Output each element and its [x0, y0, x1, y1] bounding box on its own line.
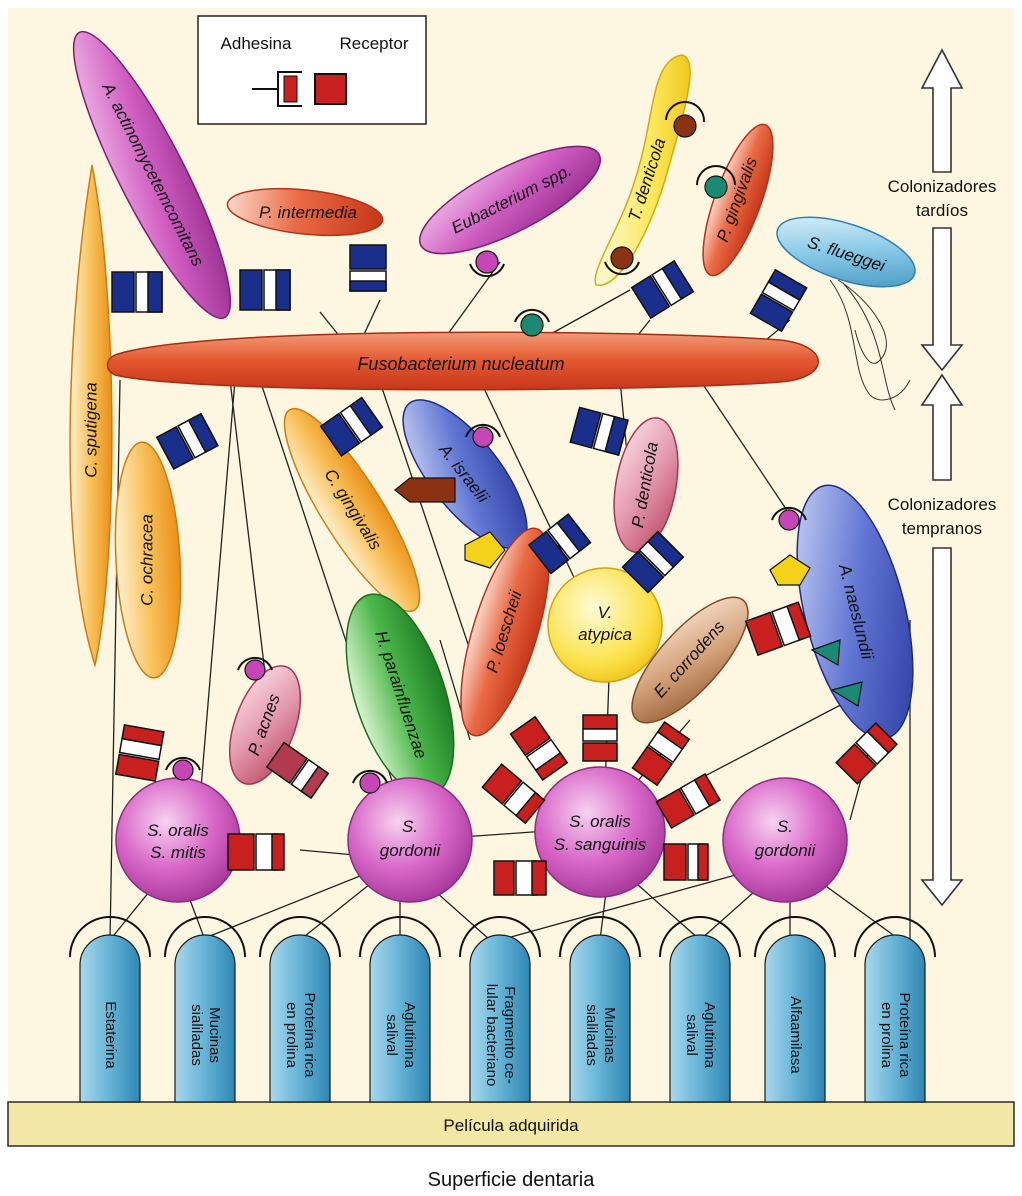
v-atypica-label-2: atypica	[578, 625, 632, 644]
legend-adhesin-label: Adhesina	[221, 34, 292, 53]
s-oralis-s-sanguinis-label-1: S. oralis	[569, 812, 631, 831]
pellicle-receptor-4-label-1: Aglutinina	[401, 1002, 418, 1069]
s-gordonii-left-cell: S. gordonii	[348, 778, 472, 902]
pair-red-9	[664, 844, 708, 880]
pellicle-receptor-1-label: Estaterina	[102, 1001, 119, 1069]
pair-red-6	[583, 715, 617, 761]
v-atypica-label-1: V.	[598, 603, 613, 622]
pair-red-3	[228, 834, 284, 870]
pellicle-receptor-5-label-1: Fragmento ce-	[501, 986, 518, 1084]
pellicle-receptor-3-label-1: Proteína rica	[301, 992, 318, 1078]
s-gordonii-right-label-1: S.	[777, 817, 793, 836]
s-oralis-s-mitis-label-1: S. oralis	[147, 821, 209, 840]
pellicle-receptor-6-label-2: sialiladas	[583, 1004, 600, 1066]
pair-red-10	[494, 861, 546, 895]
pellicle-receptor-4-label-2: salival	[383, 1014, 400, 1056]
s-gordonii-left-label-1: S.	[402, 817, 418, 836]
acquired-pellicle-label: Película adquirida	[443, 1116, 579, 1135]
fusobacterium-nucleatum-label: Fusobacterium nucleatum	[357, 354, 564, 374]
tooth-surface-label: Superficie dentaria	[428, 1169, 596, 1191]
pellicle-receptor-5-label-2: lular bacteriano	[483, 984, 500, 1087]
s-gordonii-left-label-2: gordonii	[380, 841, 442, 860]
pellicle-receptor-columns: Estaterina Mucinas sialiladas Proteína r…	[70, 917, 935, 1102]
pellicle-receptor-3-label-2: en prolina	[283, 1002, 300, 1069]
s-oralis-s-mitis-label-2: S. mitis	[150, 843, 206, 862]
s-gordonii-right-label-2: gordonii	[755, 841, 817, 860]
s-oralis-s-sanguinis-cell: S. oralis S. sanguinis	[535, 767, 665, 897]
late-colonizers-label-2: tardíos	[916, 201, 968, 220]
s-gordonii-right-cell: S. gordonii	[723, 778, 847, 902]
pellicle-receptor-6-label-1: Mucinas	[601, 1007, 618, 1063]
s-oralis-s-mitis-cell: S. oralis S. mitis	[116, 778, 240, 902]
pair-blue-3	[350, 245, 386, 291]
early-colonizers-label-1: Colonizadores	[888, 495, 997, 514]
late-colonizers-label-1: Colonizadores	[888, 177, 997, 196]
legend-receptor-label: Receptor	[340, 34, 409, 53]
pair-red-1	[116, 725, 164, 781]
pellicle-receptor-2-label-1: Mucinas	[206, 1007, 223, 1063]
pellicle-receptor-9-label-1: Proteína rica	[896, 992, 913, 1078]
c-ochracea-label: C. ochracea	[137, 514, 156, 606]
legend-box: Adhesina Receptor	[198, 16, 426, 124]
c-sputigena-label: C. sputigena	[81, 382, 100, 477]
pair-blue-2	[240, 270, 290, 310]
pellicle-receptor-8-label: Alfaamilasa	[787, 996, 804, 1074]
early-colonizers-label-2: tempranos	[902, 519, 982, 538]
pellicle-receptor-2-label-2: sialiladas	[188, 1004, 205, 1066]
s-oralis-s-sanguinis-label-2: S. sanguinis	[554, 835, 647, 854]
pellicle-receptor-9-label-2: en prolina	[878, 1002, 895, 1069]
fusobacterium-nucleatum-cell: Fusobacterium nucleatum	[108, 332, 819, 390]
pellicle-receptor-7-label-2: salival	[683, 1014, 700, 1056]
pellicle-receptor-7-label-1: Aglutinina	[701, 1002, 718, 1069]
p-intermedia-label: P. intermedia	[259, 203, 357, 222]
pair-blue-1	[112, 272, 162, 312]
legend-receptor-icon	[315, 74, 346, 104]
